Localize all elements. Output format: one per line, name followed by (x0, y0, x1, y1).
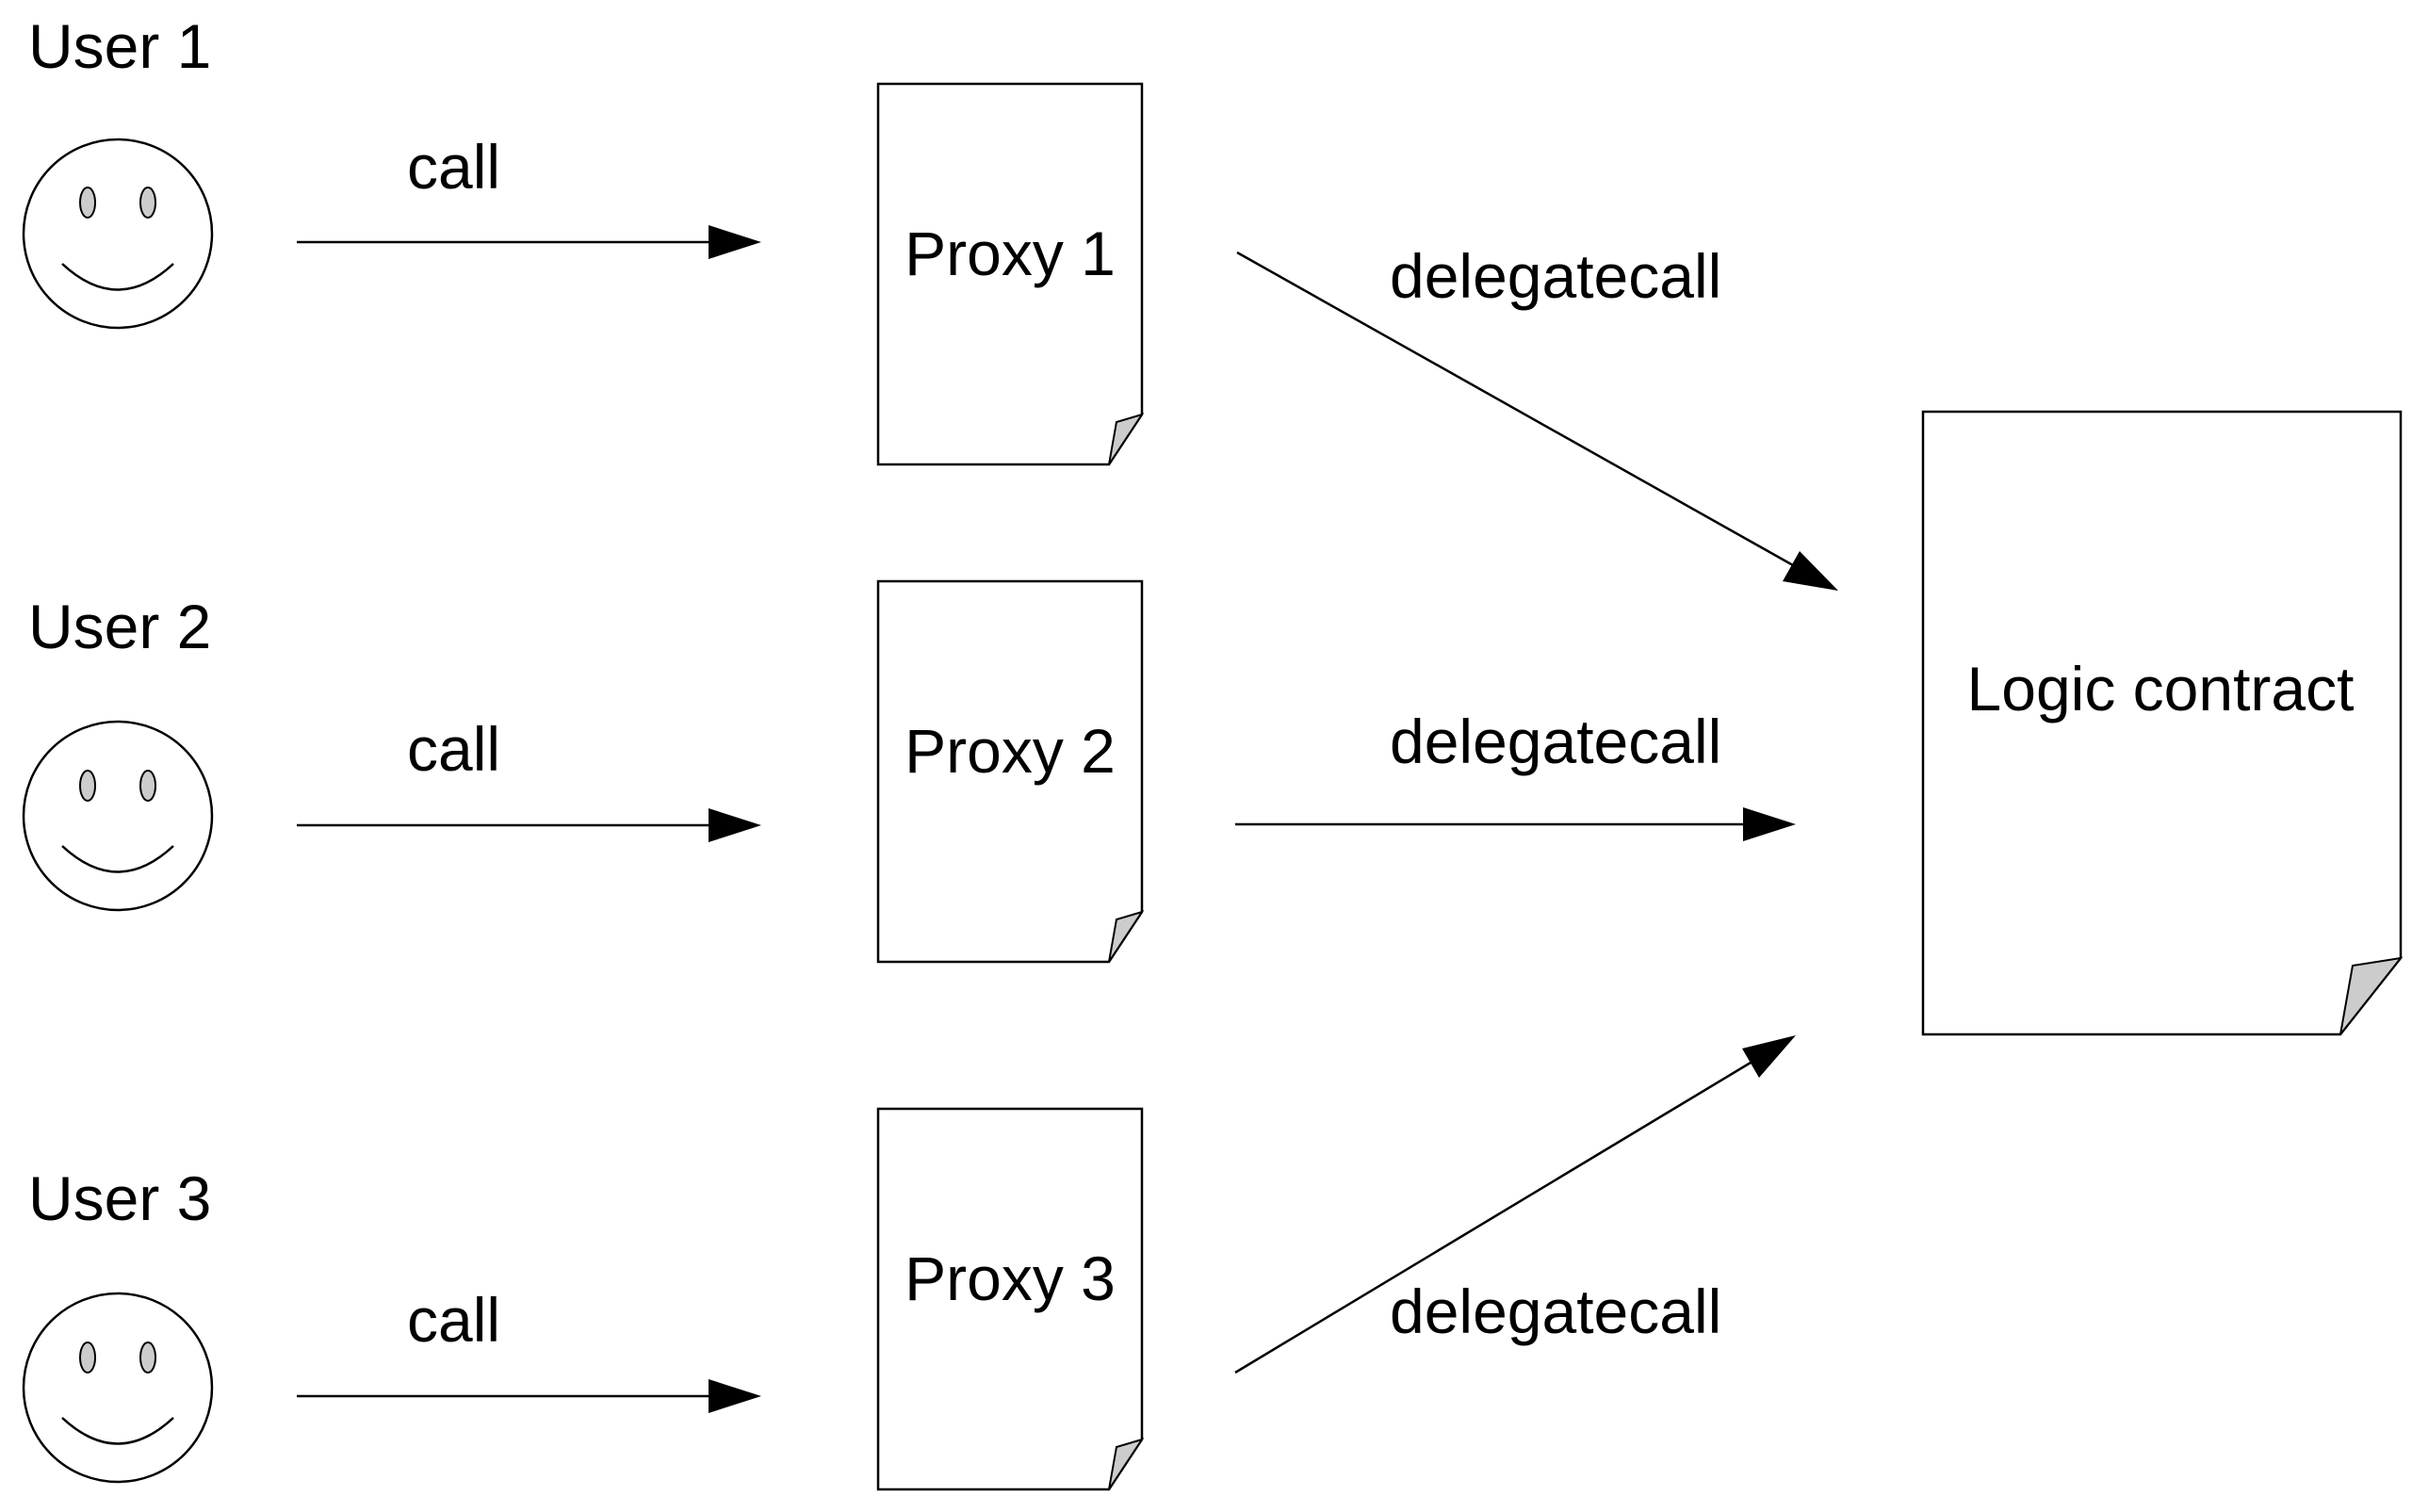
proxy-1-label: Proxy 1 (904, 219, 1116, 288)
delegatecall-arrow-3 (1234, 1035, 1796, 1374)
smiley-face-icon (22, 1292, 214, 1484)
proxy-3-label: Proxy 3 (904, 1244, 1116, 1313)
proxy-2-document: Proxy 2 (876, 579, 1145, 964)
call-label-3: call (407, 1285, 500, 1355)
proxy-1-document: Proxy 1 (876, 82, 1145, 466)
delegatecall-arrow-1 (1236, 251, 1838, 591)
user-1-label: User 1 (28, 11, 211, 81)
call-arrow-1 (297, 225, 761, 259)
delegatecall-arrow-2 (1235, 807, 1796, 841)
user-3-label: User 3 (28, 1163, 211, 1233)
logic-contract-document: Logic contract (1921, 410, 2404, 1036)
delegatecall-label-1: delegatecall (1390, 241, 1721, 311)
proxy-3-document: Proxy 3 (876, 1107, 1145, 1491)
call-arrow-3 (297, 1379, 761, 1413)
document-icon (1921, 410, 2404, 1036)
call-label-1: call (407, 132, 500, 202)
proxy-2-label: Proxy 2 (904, 716, 1116, 786)
document-icon (876, 82, 1145, 466)
delegatecall-label-2: delegatecall (1390, 707, 1721, 776)
document-icon (876, 579, 1145, 964)
smiley-face-icon (22, 720, 214, 912)
smiley-face-icon (22, 138, 214, 330)
user-2-label: User 2 (28, 592, 211, 661)
delegatecall-label-3: delegatecall (1390, 1276, 1721, 1346)
call-label-2: call (407, 714, 500, 784)
logic-contract-label: Logic contract (1967, 654, 2355, 723)
call-arrow-2 (297, 808, 761, 842)
document-icon (876, 1107, 1145, 1491)
